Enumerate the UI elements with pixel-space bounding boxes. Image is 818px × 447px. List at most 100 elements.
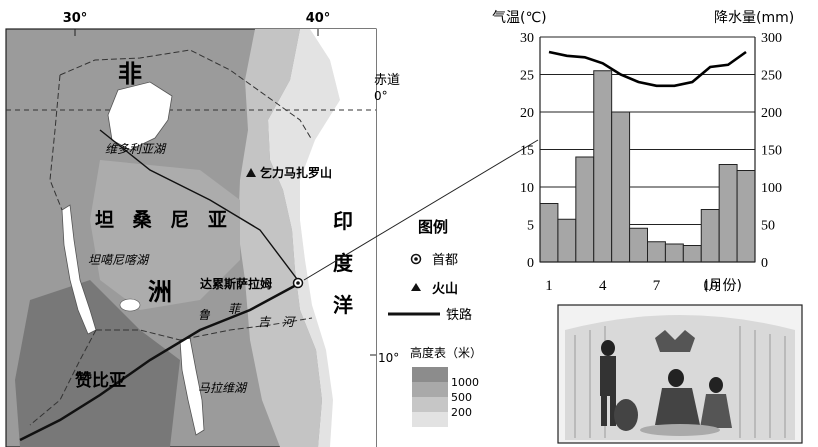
chart-ytick-left: 10	[520, 181, 534, 196]
indian-ocean	[300, 29, 376, 447]
chart-ytick-right: 0	[761, 256, 768, 271]
standing-person-leg-right	[610, 396, 616, 426]
chart-xtick: 1	[545, 278, 553, 294]
railway-line	[19, 281, 301, 442]
region-label-africa-2: 洲	[148, 278, 172, 306]
precipitation-bar	[718, 164, 738, 263]
standing-person-head	[601, 340, 615, 356]
country-border	[29, 49, 313, 426]
place-label-dar-es-salaam: 达累斯萨拉姆	[200, 276, 272, 291]
rift-highlands	[15, 280, 180, 447]
legend: 图例 首都 火山 铁路 高度表（米） 1000 500 200	[388, 218, 482, 427]
horned-mask	[655, 330, 695, 352]
floor-mat	[640, 424, 720, 436]
chart-ytick-left: 5	[527, 219, 534, 234]
river-label-3: 吉	[258, 315, 272, 329]
precipitation-bar	[575, 156, 595, 263]
chart-ylabel-left: 气温(℃)	[492, 10, 547, 26]
railway-line-north	[99, 129, 301, 284]
lake-label-victoria: 维多利亚湖	[105, 142, 167, 156]
precipitation-bar	[736, 170, 756, 263]
country-label-tanzania: 坦 桑 尼 亚	[95, 209, 233, 231]
standing-person-leg-left	[601, 396, 607, 426]
high-plateau	[90, 160, 240, 310]
mid-plateau	[238, 29, 322, 447]
chart-ytick-right: 50	[761, 219, 775, 234]
lon30-label: 30°	[63, 11, 88, 26]
chart-xtick: 10	[703, 278, 718, 294]
chart-ytick-right: 150	[761, 144, 782, 159]
standing-person-body	[600, 356, 616, 396]
chart-ytick-left: 15	[520, 144, 534, 159]
equator-degree-label: 0°	[374, 89, 388, 103]
small-lake	[119, 298, 141, 312]
legend-title: 图例	[418, 218, 448, 236]
chart-ytick-left: 25	[520, 69, 534, 84]
river-label-2: 菲	[228, 302, 242, 316]
legend-railway-label: 铁路	[446, 307, 472, 323]
second-person-head	[709, 377, 723, 393]
elevation-swatch-1	[412, 367, 448, 382]
precipitation-bar	[664, 243, 684, 263]
lake-label-tanganyika: 坦噶尼喀湖	[88, 253, 150, 267]
place-label-kilimanjaro: 乞力马扎罗山	[259, 165, 332, 180]
country-label-zambia: 赞比亚	[74, 370, 126, 391]
ocean-label-2: 度	[333, 251, 354, 275]
map-panel: 30° 40° 赤道 0° 10° 非 洲 坦 桑 尼 亚 赞比亚 印 度 洋 …	[5, 11, 400, 447]
elevation-level-1000: 1000	[451, 376, 479, 389]
clay-pot	[614, 399, 638, 431]
precipitation-bar	[629, 227, 648, 263]
leader-line	[303, 139, 539, 281]
chart-xtick: 7	[653, 278, 661, 294]
precipitation-bar	[647, 241, 666, 263]
chart-ytick-right: 300	[761, 31, 782, 46]
river-label-1: 鲁	[198, 308, 211, 322]
lake-victoria	[107, 81, 173, 151]
elevation-swatch-4	[412, 412, 448, 427]
precipitation-bar	[593, 70, 613, 263]
precipitation-bar	[611, 111, 631, 263]
legend-volcano-icon	[411, 283, 421, 291]
precipitation-bar	[682, 245, 702, 263]
region-label-africa-1: 非	[118, 60, 142, 88]
lon40-label: 40°	[306, 11, 331, 26]
legend-capital-icon-dot	[414, 257, 418, 261]
chart-xtick: 4	[599, 278, 607, 294]
elevation-swatch-2	[412, 382, 448, 397]
chart-ytick-left: 20	[520, 106, 534, 121]
lake-label-malawi: 马拉维湖	[198, 381, 248, 395]
chart-ytick-left: 0	[527, 256, 534, 271]
river-label-4: 河	[282, 315, 296, 329]
chart-ytick-right: 200	[761, 106, 782, 121]
chart-ytick-right: 250	[761, 69, 782, 84]
ocean-label-3: 洋	[333, 293, 353, 317]
chart-ytick-left: 30	[520, 31, 534, 46]
precipitation-bar	[539, 203, 559, 263]
elevation-scale-title: 高度表（米）	[410, 345, 482, 360]
volcano-marker	[246, 168, 256, 177]
thatch-texture	[574, 326, 786, 438]
precipitation-bar	[700, 209, 720, 263]
lat10-label: 10°	[378, 351, 399, 365]
lake-malawi	[179, 337, 205, 436]
photo-panel	[557, 304, 803, 444]
second-person-body	[700, 394, 732, 428]
ocean-label-1: 印	[333, 209, 353, 233]
legend-capital-label: 首都	[432, 253, 458, 268]
seated-person-body	[655, 388, 700, 425]
seated-person-head	[668, 369, 684, 387]
elevation-swatch-3	[412, 397, 448, 412]
chart-ylabel-right: 降水量(mm)	[714, 10, 794, 26]
equator-label: 赤道	[374, 73, 400, 88]
legend-volcano-label: 火山	[432, 281, 458, 297]
precipitation-bar	[557, 218, 577, 263]
capital-marker-dot	[296, 281, 300, 285]
climate-chart: 气温(℃) 降水量(mm) (月份) 302520151050300250200…	[492, 10, 794, 294]
elevation-level-500: 500	[451, 391, 472, 404]
chart-xlabel: (月份)	[703, 278, 742, 294]
chart-ytick-right: 100	[761, 181, 782, 196]
elevation-level-200: 200	[451, 406, 472, 419]
temperature-line	[548, 50, 747, 88]
